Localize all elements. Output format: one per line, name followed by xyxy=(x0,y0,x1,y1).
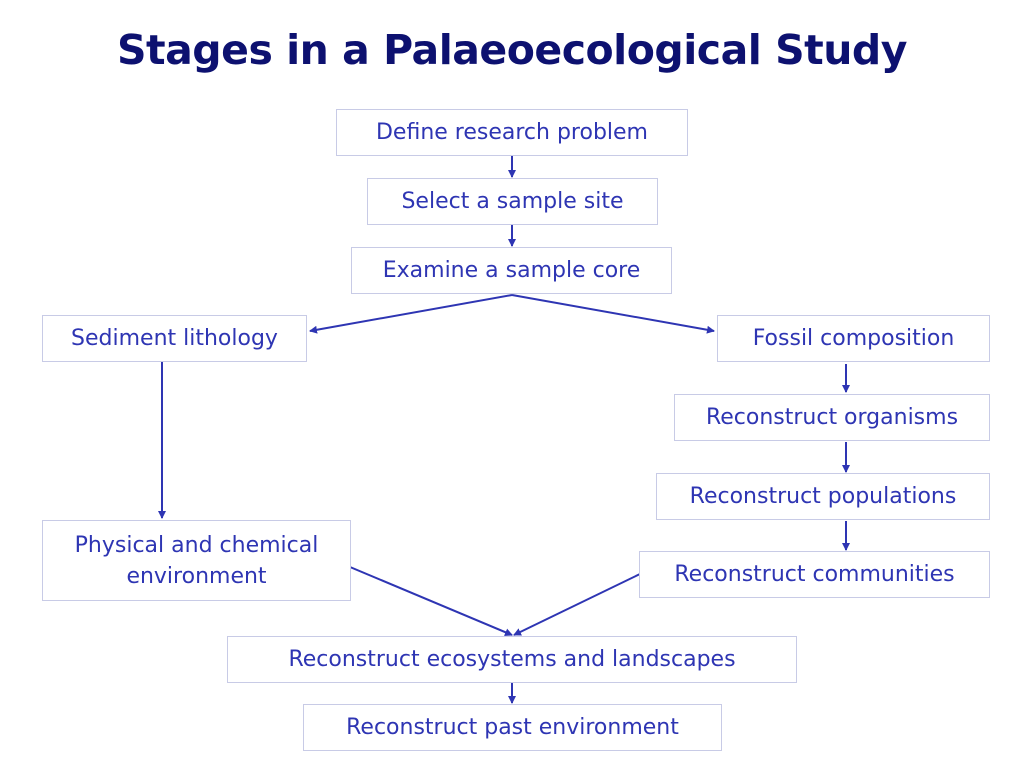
node-label: Define research problem xyxy=(375,120,648,145)
node-select-sample-site: Select a sample site xyxy=(367,178,658,225)
arrow-examine-to-sediment xyxy=(309,294,513,334)
node-label: Examine a sample core xyxy=(382,258,641,283)
page-title: Stages in a Palaeoecological Study xyxy=(117,26,908,74)
node-label: Select a sample site xyxy=(401,189,624,214)
node-sediment-lithology: Sediment lithology xyxy=(42,315,307,362)
node-reconstruct-populations: Reconstruct populations xyxy=(656,473,990,520)
node-label: Sediment lithology xyxy=(71,326,278,351)
node-label-line-2: environment xyxy=(126,563,267,589)
node-reconstruct-past-environment: Reconstruct past environment xyxy=(303,704,722,751)
node-label: Reconstruct communities xyxy=(674,562,955,587)
arrow-examine-to-fossil xyxy=(511,294,715,334)
node-label: Reconstruct past environment xyxy=(346,715,679,740)
node-label: Reconstruct populations xyxy=(689,484,957,509)
arrow-physical-to-ecosystems xyxy=(349,566,513,636)
node-physical-chemical-environment: Physical and chemical environment xyxy=(42,520,351,601)
node-label: Fossil composition xyxy=(752,326,955,351)
node-label-line-1: Physical and chemical xyxy=(74,532,319,558)
node-reconstruct-ecosystems-landscapes: Reconstruct ecosystems and landscapes xyxy=(227,636,797,683)
node-fossil-composition: Fossil composition xyxy=(717,315,990,362)
arrow-communities-to-ecosystems xyxy=(513,573,641,636)
node-label: Reconstruct ecosystems and landscapes xyxy=(288,647,736,672)
node-define-research-problem: Define research problem xyxy=(336,109,688,156)
node-reconstruct-communities: Reconstruct communities xyxy=(639,551,990,598)
node-reconstruct-organisms: Reconstruct organisms xyxy=(674,394,990,441)
node-examine-sample-core: Examine a sample core xyxy=(351,247,672,294)
node-label: Reconstruct organisms xyxy=(705,405,959,430)
